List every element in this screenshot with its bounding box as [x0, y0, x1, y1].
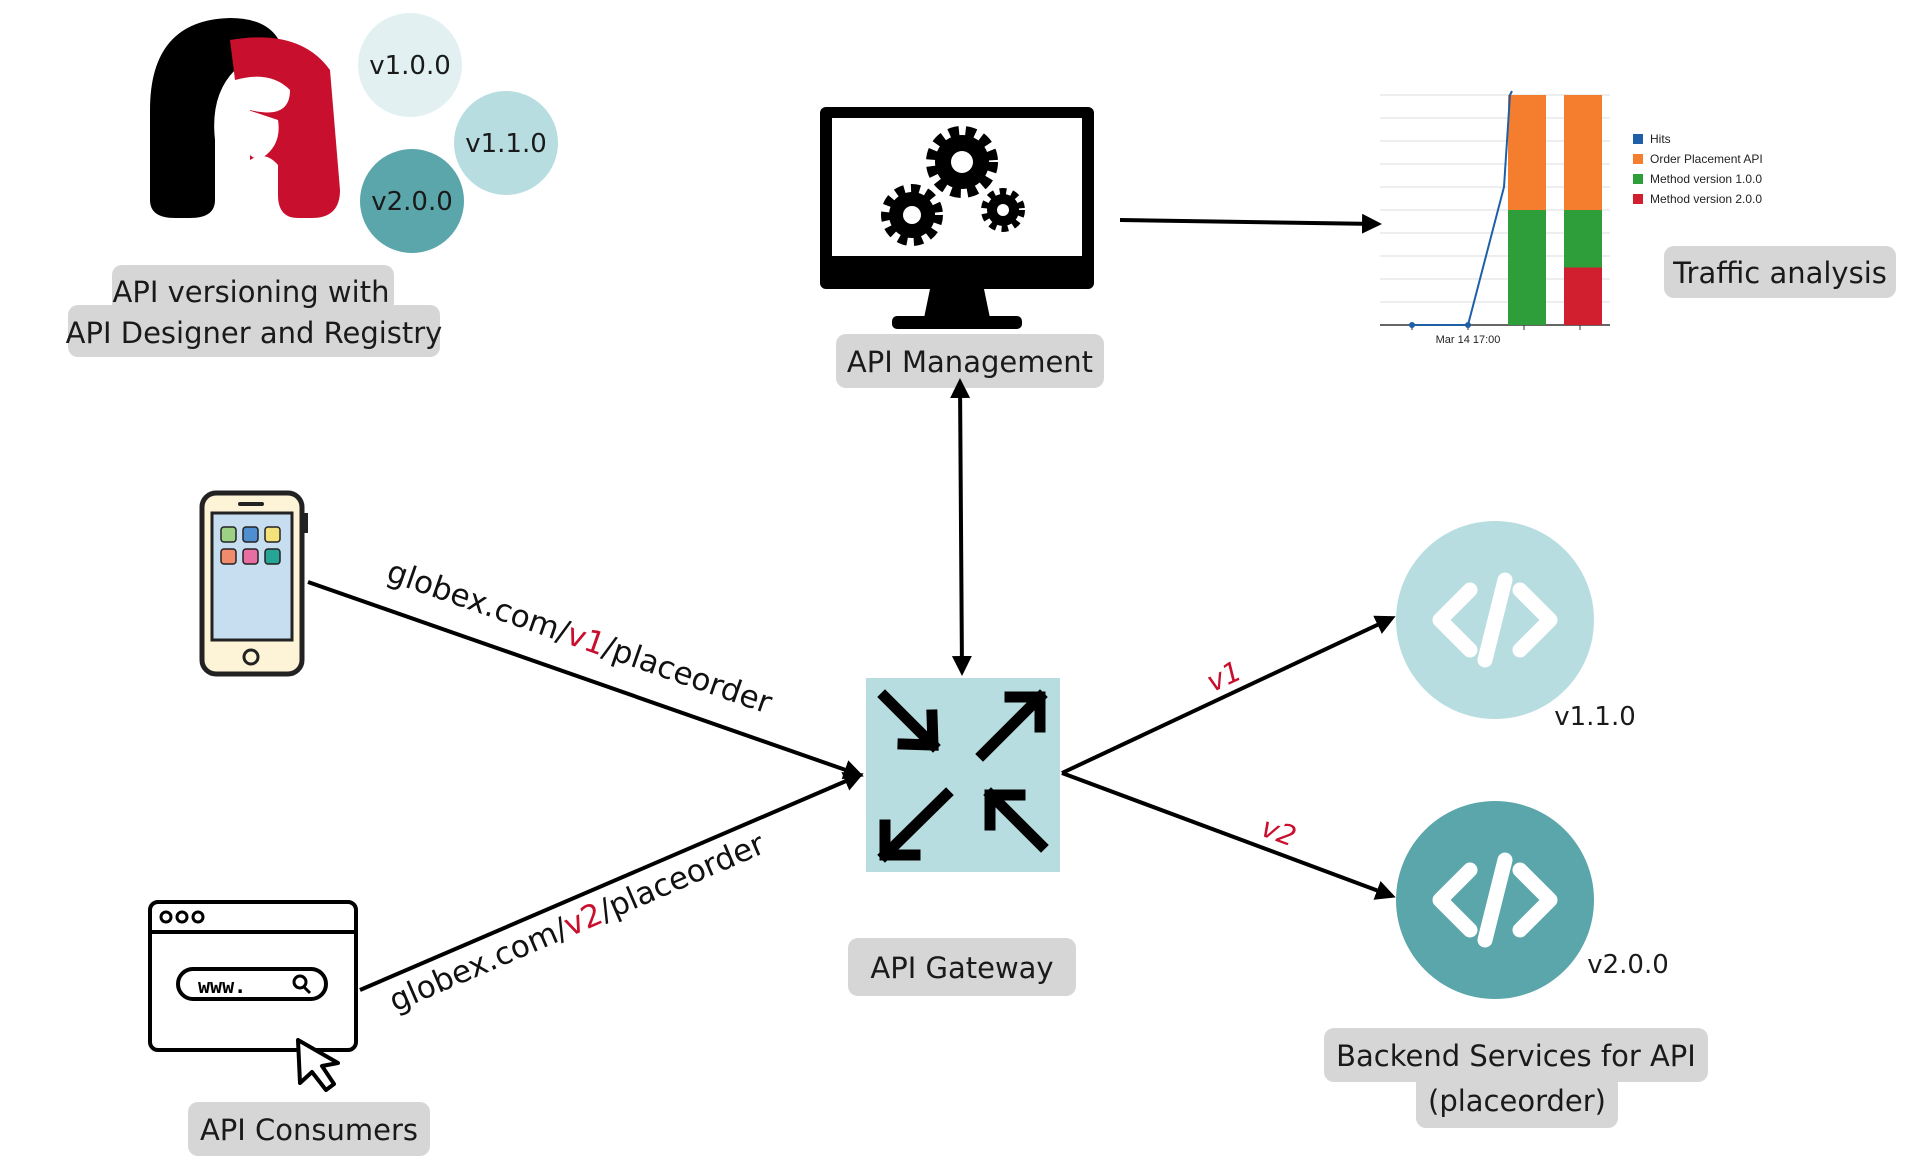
arrow-management-gateway	[950, 378, 972, 676]
traffic-label-text: Traffic analysis	[1672, 256, 1887, 290]
version-label-v100: v1.0.0	[369, 51, 451, 81]
version-bubble-v110	[454, 91, 558, 195]
arrow-web-to-gateway	[359, 772, 864, 992]
chart-legend-label: Method version 2.0.0	[1650, 192, 1762, 206]
arrow-management-to-chart	[1119, 213, 1382, 234]
backend-service-v2: v2.0.0	[1396, 801, 1669, 999]
version-label-v110: v1.1.0	[465, 129, 547, 159]
search-icon	[292, 974, 308, 990]
version-bubble-v100	[358, 13, 462, 117]
svg-text:globex.com/v1/placeorder: globex.com/v1/placeorder	[382, 554, 776, 722]
chart-legend-swatch	[1633, 174, 1643, 184]
chart-hits-line	[1412, 90, 1513, 326]
backend-label: Backend Services for API (placeorder)	[1324, 1028, 1708, 1128]
chart-bar-segment	[1508, 210, 1546, 325]
chart-legend-swatch	[1633, 134, 1643, 144]
gateway-icon	[866, 678, 1060, 872]
registry-logo	[150, 18, 340, 219]
svg-text:globex.com/v2/placeorder: globex.com/v2/placeorder	[384, 826, 770, 1019]
chart-bar-segment	[1508, 95, 1546, 210]
registry-label-line1: API versioning with	[113, 275, 390, 309]
arrow-gateway-to-v2	[1061, 771, 1396, 900]
chart-hits-point	[1409, 322, 1415, 328]
management-label: API Management	[836, 334, 1104, 388]
chart-legend-label: Order Placement API	[1650, 152, 1763, 166]
web-url-prefix: globex.com/	[384, 911, 574, 1020]
mobile-phone-icon	[199, 490, 308, 677]
code-icon	[1432, 572, 1558, 668]
chart-bar-segment	[1564, 210, 1602, 268]
chart-hits-point	[1465, 322, 1471, 328]
gear-icon	[881, 126, 1025, 246]
backend-v1-version: v1.1.0	[1554, 702, 1636, 732]
registry-label: API versioning with API Designer and Reg…	[66, 265, 443, 357]
backend-service-v1: v1.1.0	[1396, 521, 1636, 732]
chart-bar-segment	[1564, 95, 1602, 210]
chart-bar-segment	[1564, 267, 1602, 325]
version-bubble-v200	[360, 149, 464, 253]
mobile-url-label: globex.com/v1/placeorder	[382, 554, 776, 722]
mobile-url-prefix: globex.com/	[382, 554, 574, 651]
gateway-label: API Gateway	[848, 938, 1076, 996]
consumers-label-text: API Consumers	[200, 1113, 418, 1147]
browser-address-text: www.	[198, 974, 246, 998]
management-label-text: API Management	[847, 345, 1093, 379]
connectors	[307, 213, 1396, 992]
web-url-label: globex.com/v2/placeorder	[384, 826, 770, 1019]
monitor-icon	[820, 107, 1094, 329]
code-icon	[1432, 852, 1558, 948]
backend-v2-version: v2.0.0	[1587, 950, 1669, 980]
route-v1-label: v1	[1202, 654, 1247, 698]
arrow-mobile-to-gateway	[307, 580, 864, 780]
cursor-icon	[296, 1038, 340, 1092]
chart-legend-swatch	[1633, 194, 1643, 204]
version-bubbles: v1.0.0 v1.1.0 v2.0.0	[358, 13, 558, 253]
traffic-label: Traffic analysis	[1664, 246, 1896, 298]
backend-label-line1: Backend Services for API	[1336, 1039, 1696, 1073]
chart-legend-label: Method version 1.0.0	[1650, 172, 1762, 186]
chart-legend-label: Hits	[1650, 132, 1671, 146]
registry-label-line2: API Designer and Registry	[66, 316, 443, 350]
chart-legend-swatch	[1633, 154, 1643, 164]
consumers-label: API Consumers	[188, 1102, 430, 1156]
version-label-v200: v2.0.0	[371, 187, 453, 217]
chart-x-tick-label: Mar 14 17:00	[1436, 334, 1501, 346]
mobile-url-suffix: /placeorder	[598, 629, 777, 721]
browser-window-icon: www.	[148, 900, 358, 1092]
backend-label-line2: (placeorder)	[1428, 1084, 1606, 1118]
arrow-gateway-to-v1	[1061, 615, 1396, 775]
gateway-label-text: API Gateway	[870, 951, 1053, 985]
